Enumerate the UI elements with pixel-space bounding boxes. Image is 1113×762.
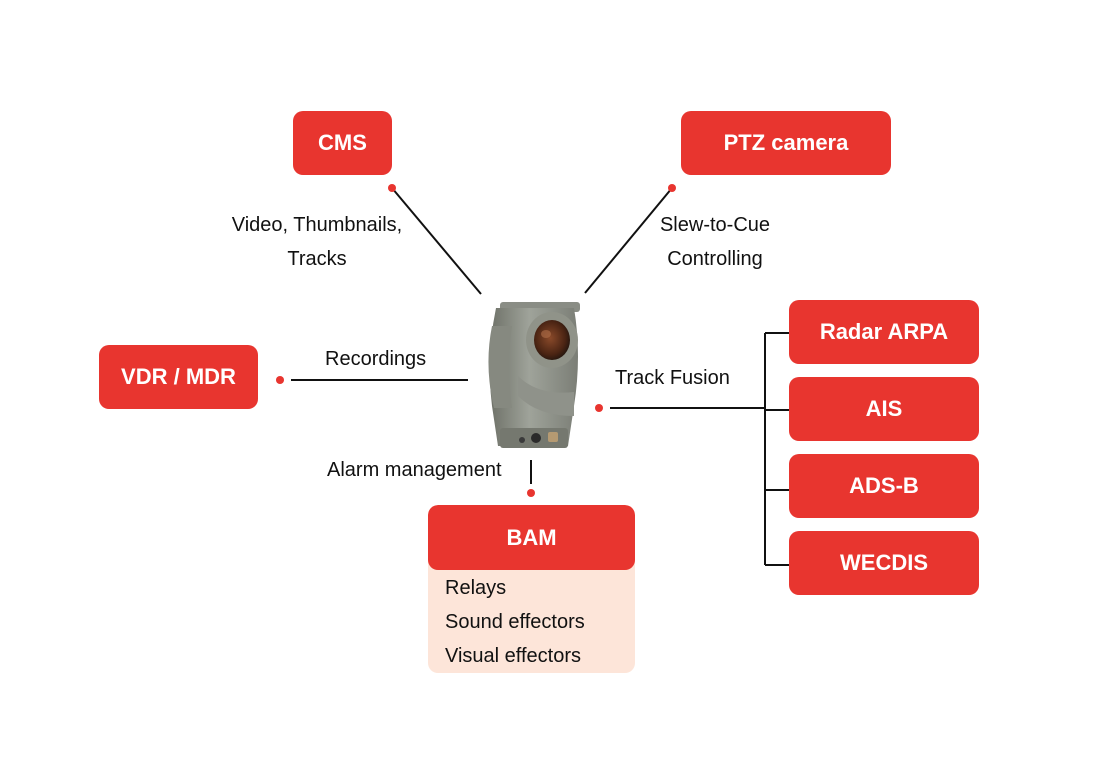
fusion-dot (595, 404, 603, 412)
ptz-label-line2: Controlling (667, 248, 763, 270)
cms-node: CMS (293, 111, 392, 175)
wecdis-node: WECDIS (789, 531, 979, 595)
ptz-dot (668, 184, 676, 192)
bam-panel: BAM Relays Sound effectors Visual effect… (428, 505, 635, 673)
cms-label-line1: Video, Thumbnails, (231, 214, 403, 236)
ptz-connector (584, 187, 673, 294)
bam-dot (527, 489, 535, 497)
ptz-connector-label: Slew-to-Cue Controlling (645, 208, 785, 276)
camera-device (488, 302, 580, 448)
vdr-mdr-node: VDR / MDR (99, 345, 258, 409)
track-fusion-label: Track Fusion (615, 367, 730, 389)
recordings-label: Recordings (325, 348, 427, 370)
cms-connector-label: Video, Thumbnails, Tracks (222, 208, 412, 276)
cms-label-line2: Tracks (287, 248, 347, 270)
cms-dot (388, 184, 396, 192)
ptz-label-line1: Slew-to-Cue (659, 214, 771, 236)
bam-node: BAM (428, 505, 635, 570)
ais-node: AIS (789, 377, 979, 441)
bam-item-sound-effectors: Sound effectors (445, 611, 585, 633)
bam-item-visual-effectors: Visual effectors (445, 645, 582, 667)
alarm-management-label: Alarm management (327, 459, 502, 481)
cms-connector (391, 187, 482, 295)
bam-item-list: Relays Sound effectors Visual effectors (445, 571, 585, 673)
radar-arpa-node: Radar ARPA (789, 300, 979, 364)
ptz-camera-node: PTZ camera (681, 111, 891, 175)
bam-item-relays: Relays (445, 577, 507, 599)
ads-b-node: ADS-B (789, 454, 979, 518)
vdr-dot (276, 376, 284, 384)
